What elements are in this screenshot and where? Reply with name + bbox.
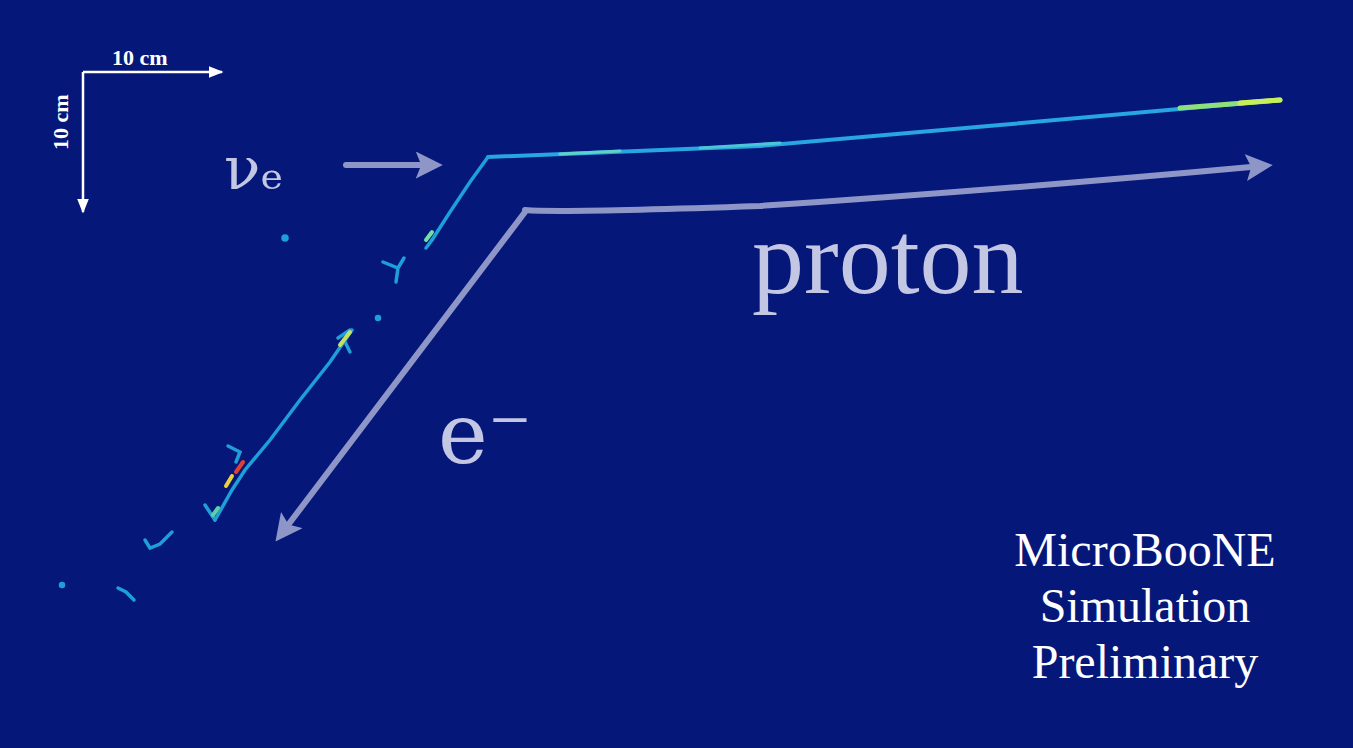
particle-label: proton [752, 206, 1024, 310]
electron-shower [61, 157, 489, 600]
watermark: MicroBooNE Simulation Preliminary [950, 522, 1340, 690]
particle-label: νₑ [224, 138, 284, 198]
proton-track [488, 100, 1280, 157]
scale-bar [83, 72, 222, 212]
annotation-arrows [282, 165, 1262, 533]
scale-label: 10 cm [50, 94, 72, 150]
particle-label: e⁻ [438, 392, 532, 476]
scale-label: 10 cm [112, 47, 168, 69]
